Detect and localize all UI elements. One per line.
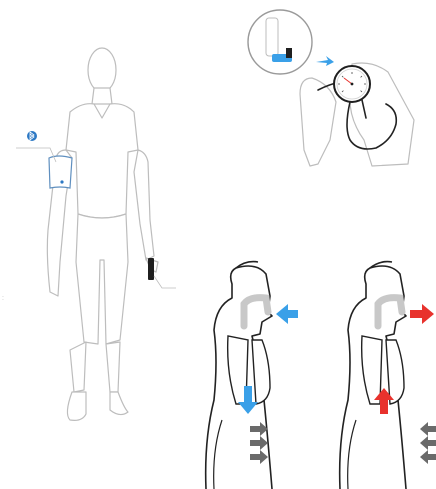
manometer-closeup <box>248 10 414 166</box>
muscle-arrows-inhale <box>250 422 268 464</box>
device-callout-line <box>154 276 176 288</box>
muscle-arrows-exhale <box>420 422 436 464</box>
breathing-exhale-panel <box>340 262 436 489</box>
bluetooth-icon <box>27 131 37 141</box>
upper-arm-cuff <box>49 156 72 188</box>
arrow-left-icon <box>276 304 298 324</box>
arrow-right-icon <box>410 304 434 324</box>
handheld-device <box>148 258 154 280</box>
breathing-inhale-panel <box>206 262 298 489</box>
gauge-dial <box>334 66 370 102</box>
margin-mark: : <box>2 295 4 302</box>
standing-figure <box>16 48 176 420</box>
